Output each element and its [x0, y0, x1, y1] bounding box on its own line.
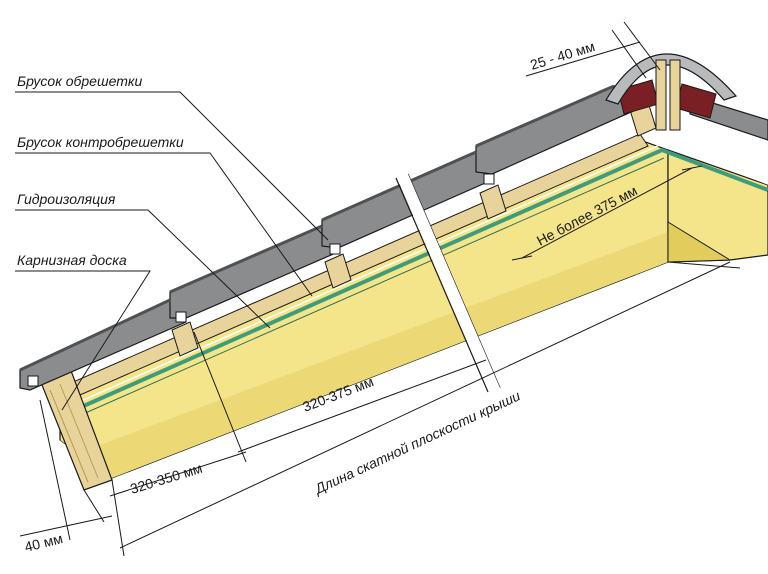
batten-2 [324, 253, 352, 289]
tile-nib-3 [483, 173, 495, 185]
break-gap [397, 174, 500, 392]
break-mark-1 [395, 177, 489, 393]
dim-slope-length: Длина скатной плоскости крыши [311, 387, 523, 497]
dim-375-tick-2 [681, 165, 703, 171]
label-waterproofing: Гидроизоляция [17, 191, 116, 207]
leader-lines [15, 91, 329, 411]
leader-waterproofing [15, 209, 271, 329]
ridge-block-right [675, 83, 717, 119]
membrane-lower-line [73, 157, 665, 419]
dim-ridge-ext-2 [611, 29, 647, 79]
dim-slope-ext-1 [111, 479, 125, 557]
dim-375-line [521, 167, 693, 259]
batten-1 [171, 321, 199, 357]
dimension-lines [19, 21, 741, 557]
dim-ridge-ext-1 [623, 21, 661, 71]
label-batten: Брусок обрешетки [17, 73, 142, 89]
eaves-board-grain [49, 389, 89, 483]
dim-40-line [19, 515, 113, 537]
tile-nib-1 [175, 311, 187, 323]
roof-tiles [19, 84, 641, 391]
tile-top-edge-2 [169, 224, 323, 294]
label-eaves-board: Карнизная доска [17, 252, 127, 268]
insulation-left-face [60, 232, 668, 478]
label-counter-batten: Брусок контробрешетки [17, 134, 184, 150]
dim-40-ext-2 [83, 489, 105, 523]
dim-slope-ext-2 [667, 261, 741, 269]
ridge-post-right [669, 59, 681, 131]
dim-ridge-gap: 25 - 40 мм [528, 38, 596, 73]
waterproofing-membrane [69, 147, 768, 414]
eaves-board-grain-2 [59, 383, 99, 479]
dim-320-350-ext [193, 331, 247, 463]
tile-nib-4 [27, 375, 39, 387]
dim-ridge-line [525, 41, 641, 77]
batten-3 [479, 184, 507, 220]
waterproofing-membrane-edge [69, 143, 768, 407]
leader-batten [15, 91, 329, 241]
tile-nib-2 [329, 243, 341, 255]
dim-375-tick-1 [511, 255, 533, 261]
tile-top-edge-1 [19, 298, 171, 372]
dim-320-375-line [237, 359, 487, 453]
ridge-post-left [655, 59, 667, 131]
leader-counter-batten [15, 152, 313, 297]
dim-320-350-line [109, 451, 247, 497]
leader-eaves-board [15, 270, 151, 411]
insulation-right-face [667, 221, 732, 263]
tile-top-edge-4 [475, 84, 615, 148]
dim-slope-line [119, 261, 731, 549]
battens [171, 101, 657, 357]
dim-40-ext-1 [39, 399, 71, 541]
